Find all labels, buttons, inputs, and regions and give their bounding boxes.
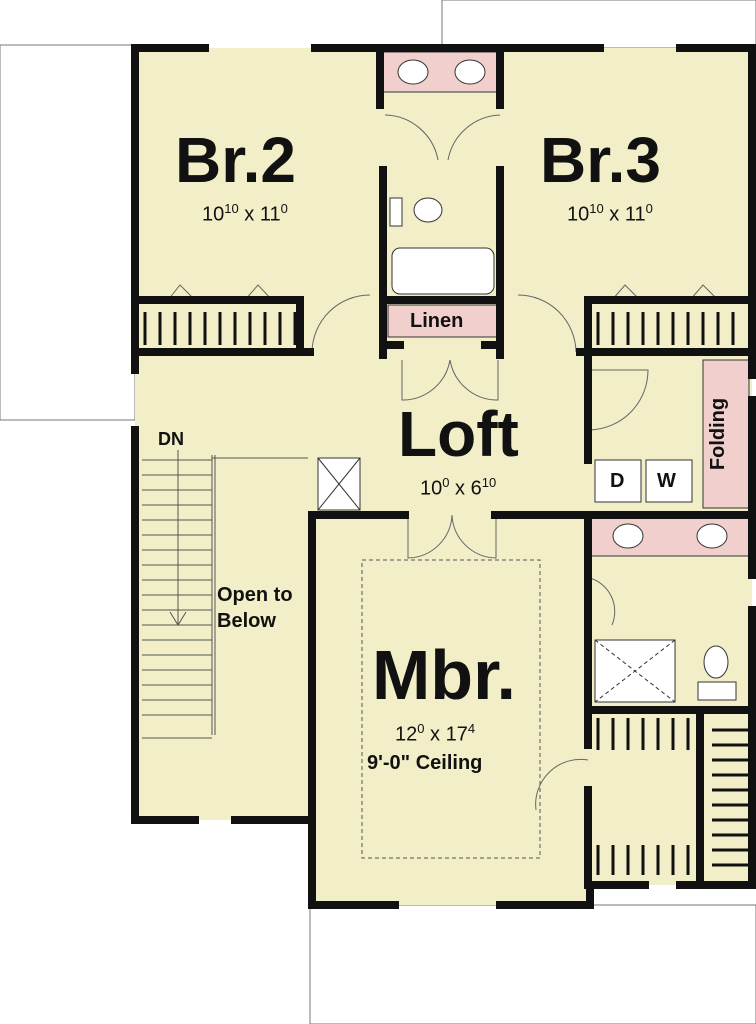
dim-h: 11 [259, 203, 281, 226]
room-dims-loft: 100 x 610 [420, 472, 496, 500]
closet-rods [143, 312, 748, 875]
room-dims-mbr: 120 x 174 [395, 718, 475, 746]
room-name-br2: Br.2 [175, 124, 296, 196]
door-swings [167, 114, 719, 811]
dim-w-sup: 0 [442, 475, 450, 490]
room-dims-br2: 1010 x 110 [202, 198, 288, 226]
dim-h-sup: 10 [481, 475, 497, 490]
mbr-ceiling-label: 9'-0" Ceiling [367, 752, 483, 774]
room-name-mbr: Mbr. [372, 636, 516, 714]
room-dims-br3: 1010 x 110 [567, 198, 653, 226]
dim-h: 6 [470, 477, 482, 500]
dim-x: x [244, 203, 255, 226]
linen-label: Linen [410, 310, 464, 332]
dim-w-sup: 0 [417, 721, 425, 736]
dim-x: x [609, 203, 620, 226]
dim-w: 10 [420, 477, 443, 500]
dim-h-sup: 0 [645, 201, 653, 216]
dim-h-sup: 0 [280, 201, 288, 216]
walls [131, 44, 756, 909]
room-name-loft: Loft [398, 398, 519, 470]
dim-x: x [455, 477, 466, 500]
dim-w: 10 [202, 203, 225, 226]
dim-h-sup: 4 [467, 721, 476, 736]
stairs [142, 450, 308, 739]
dim-h: 17 [445, 723, 468, 746]
dim-w-sup: 10 [224, 201, 239, 216]
open-to-below-label: Open to Below [217, 584, 293, 632]
dim-w: 10 [567, 203, 590, 226]
dim-h: 11 [624, 203, 646, 226]
dim-x: x [430, 723, 441, 746]
dim-w: 12 [395, 723, 418, 746]
stairs-down-label: DN [158, 429, 184, 449]
fixtures [317, 59, 737, 703]
dim-w-sup: 10 [589, 201, 604, 216]
dryer-label: D [610, 470, 625, 492]
washer-label: W [657, 470, 676, 492]
folding-label: Folding [707, 397, 730, 471]
room-name-br3: Br.3 [540, 124, 661, 196]
